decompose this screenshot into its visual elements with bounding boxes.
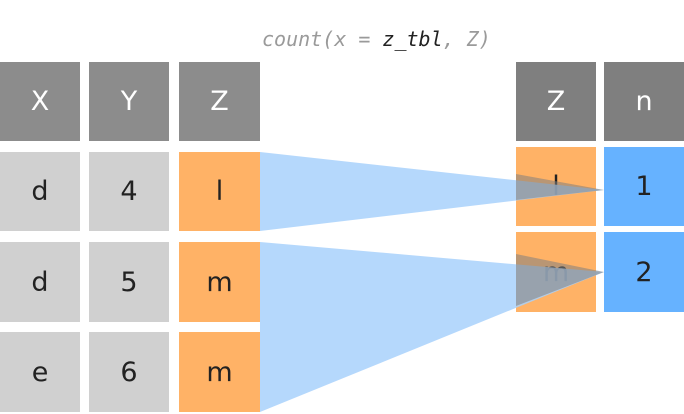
input-cell-z-1: l [179,152,260,231]
input-cell-z-2: m [179,242,260,322]
input-header-y: Y [89,62,169,141]
title-argument: z_tbl [382,27,443,51]
input-cell-y-3: 6 [89,332,169,412]
input-cell-x-2: d [0,242,80,322]
input-header-z: Z [179,62,260,141]
output-cell-n-1: 1 [604,147,684,226]
flow-overlap-m [516,254,604,306]
input-cell-z-3: m [179,332,260,412]
output-header-z: Z [516,62,596,141]
flow-overlap-l [516,174,604,200]
input-cell-y-1: 4 [89,152,169,231]
input-header-x: X [0,62,80,141]
function-call-title: count(x = z_tbl, Z) [262,25,491,53]
output-header-n: n [604,62,684,141]
input-cell-x-3: e [0,332,80,412]
input-cell-y-2: 5 [89,242,169,322]
title-prefix: count(x = [262,27,383,51]
input-cell-x-1: d [0,152,80,231]
title-suffix: , Z) [442,27,491,51]
flow-group-l [260,152,604,231]
output-cell-n-2: 2 [604,232,684,312]
